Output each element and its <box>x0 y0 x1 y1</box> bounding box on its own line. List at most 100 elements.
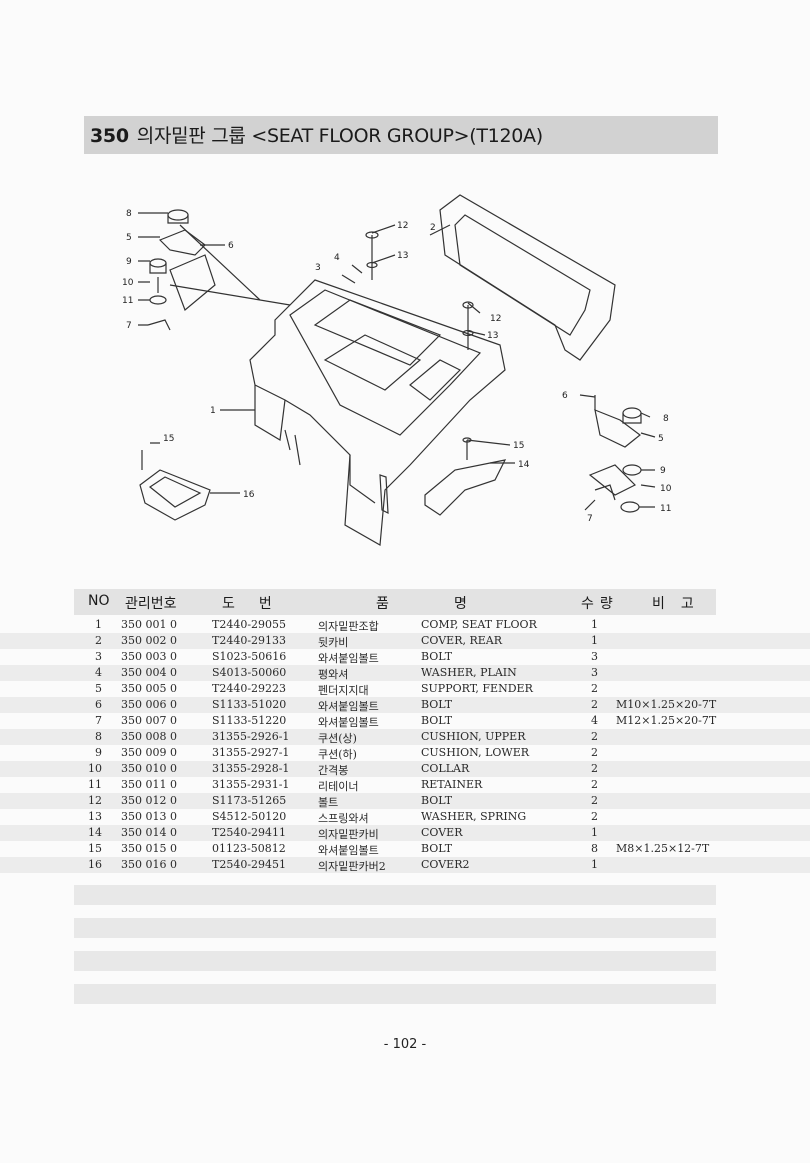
cell-drawing: T2540-29411 <box>212 826 287 839</box>
cell-kr: 리테이너 <box>318 780 359 793</box>
cell-mgmt: 350 011 0 <box>121 778 177 791</box>
cell-en: COLLAR <box>421 762 470 775</box>
cell-kr: 와셔붙임볼트 <box>318 844 379 857</box>
cell-no: 6 <box>95 698 102 711</box>
cell-en: RETAINER <box>421 778 483 791</box>
cell-mgmt: 350 007 0 <box>121 714 177 727</box>
cell-mgmt: 350 009 0 <box>121 746 177 759</box>
callout-11b: 11 <box>660 504 671 514</box>
cell-mgmt: 350 008 0 <box>121 730 177 743</box>
cell-qty: 2 <box>591 698 598 711</box>
cell-remark: M12×1.25×20-7T <box>616 714 717 727</box>
cell-en: SUPPORT, FENDER <box>421 682 533 695</box>
cell-no: 14 <box>88 826 102 839</box>
cell-mgmt: 350 013 0 <box>121 810 177 823</box>
cell-mgmt: 350 005 0 <box>121 682 177 695</box>
cell-no: 15 <box>88 842 102 855</box>
callout-12: 12 <box>397 221 408 231</box>
cell-kr: 볼트 <box>318 796 339 809</box>
callout-15: 15 <box>163 434 174 444</box>
callout-5b: 5 <box>658 434 664 444</box>
callout-15b: 15 <box>513 441 524 451</box>
callout-16: 16 <box>243 490 255 500</box>
cell-no: 13 <box>88 810 102 823</box>
col-header-remark: 비고 <box>652 596 710 612</box>
cell-qty: 1 <box>591 858 598 871</box>
cell-kr: 쿠션(하) <box>318 748 357 761</box>
callout-1: 1 <box>210 406 216 416</box>
cell-drawing: S4512-50120 <box>212 810 287 823</box>
cell-drawing: S1173-51265 <box>212 794 287 807</box>
cell-drawing: 31355-2927-1 <box>212 746 290 759</box>
cell-mgmt: 350 016 0 <box>121 858 177 871</box>
col-header-no: NO <box>88 593 110 609</box>
cell-kr: 와셔붙임볼트 <box>318 700 379 713</box>
cell-kr: 간격봉 <box>318 764 349 777</box>
col-header-part-name-b: 명 <box>454 596 467 612</box>
cell-drawing: T2540-29451 <box>212 858 287 871</box>
col-header-mgmt-number: 관리번호 <box>125 596 177 612</box>
cell-drawing: S1133-51020 <box>212 698 287 711</box>
cell-mgmt: 350 014 0 <box>121 826 177 839</box>
cell-kr: 와셔붙임볼트 <box>318 716 379 729</box>
cell-no: 2 <box>95 634 102 647</box>
callout-3: 3 <box>315 263 321 273</box>
filler-bar <box>74 885 716 905</box>
callout-7: 7 <box>126 321 132 331</box>
cell-kr: 스프링와셔 <box>318 812 369 825</box>
cell-qty: 2 <box>591 762 598 775</box>
callout-8b: 8 <box>663 414 669 424</box>
cell-kr: 펜더지지대 <box>318 684 369 697</box>
cell-kr: 뒷카비 <box>318 636 349 649</box>
cell-mgmt: 350 010 0 <box>121 762 177 775</box>
cell-mgmt: 350 006 0 <box>121 698 177 711</box>
cell-mgmt: 350 015 0 <box>121 842 177 855</box>
exploded-parts-diagram: 8 5 6 9 10 11 7 12 13 4 3 2 12 13 1 6 8 … <box>122 194 672 546</box>
cell-no: 5 <box>95 682 102 695</box>
cell-mgmt: 350 004 0 <box>121 666 177 679</box>
cell-en: WASHER, SPRING <box>421 810 527 823</box>
callout-4: 4 <box>334 253 340 263</box>
cell-en: BOLT <box>421 714 453 727</box>
cell-drawing: 31355-2931-1 <box>212 778 290 791</box>
cell-qty: 1 <box>591 634 598 647</box>
filler-bar <box>74 984 716 1004</box>
cell-no: 11 <box>88 778 102 791</box>
table-row: 11 350 011 0 31355-2931-1 리테이너 RETAINER 2 <box>0 777 810 793</box>
callout-11: 11 <box>122 296 133 306</box>
col-header-part-name-a: 품 <box>376 596 389 612</box>
cell-no: 4 <box>95 666 102 679</box>
callout-6: 6 <box>228 241 234 251</box>
cell-qty: 2 <box>591 730 598 743</box>
cell-no: 7 <box>95 714 102 727</box>
cell-en: CUSHION, LOWER <box>421 746 530 759</box>
cell-mgmt: 350 012 0 <box>121 794 177 807</box>
cell-kr: 의자밑판조합 <box>318 620 379 633</box>
callout-9: 9 <box>126 257 132 267</box>
cell-en: CUSHION, UPPER <box>421 730 526 743</box>
cell-kr: 쿠션(상) <box>318 732 357 745</box>
cell-drawing: T2440-29223 <box>212 682 287 695</box>
cell-remark: M8×1.25×12-7T <box>616 842 710 855</box>
cell-drawing: S1023-50616 <box>212 650 287 663</box>
callout-6b: 6 <box>562 391 568 401</box>
cell-drawing: 31355-2926-1 <box>212 730 290 743</box>
cell-drawing: 31355-2928-1 <box>212 762 290 775</box>
callout-7b: 7 <box>587 514 593 524</box>
cell-qty: 2 <box>591 778 598 791</box>
cell-mgmt: 350 002 0 <box>121 634 177 647</box>
cell-en: BOLT <box>421 842 453 855</box>
cell-en: COVER, REAR <box>421 634 503 647</box>
